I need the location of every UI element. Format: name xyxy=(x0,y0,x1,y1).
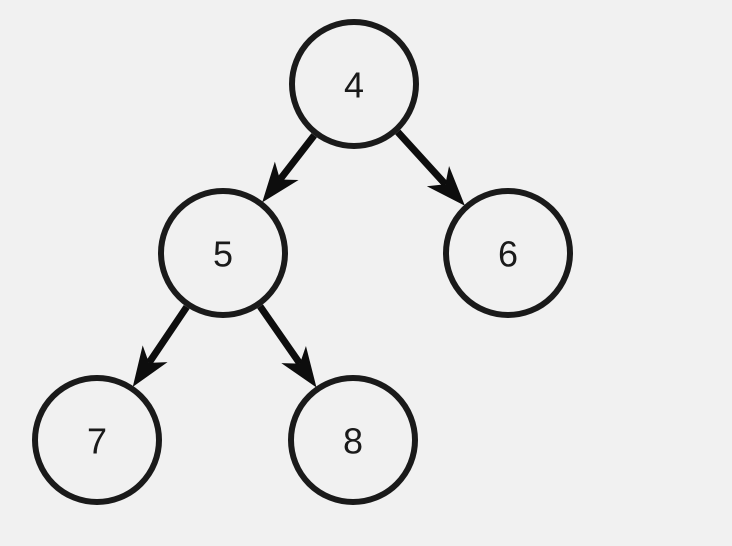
node-circle[interactable] xyxy=(288,375,418,505)
arrowhead-icon xyxy=(281,346,317,388)
tree-node-8[interactable]: 8 xyxy=(288,375,418,505)
edge-4-to-5 xyxy=(262,133,317,203)
edge-4-to-6 xyxy=(395,129,465,206)
arrowhead-icon xyxy=(262,161,299,203)
node-label: 5 xyxy=(213,234,233,275)
node-circle[interactable] xyxy=(443,188,573,318)
tree-node-4[interactable]: 4 xyxy=(289,19,419,149)
tree-node-7[interactable]: 7 xyxy=(32,375,162,505)
node-circle[interactable] xyxy=(158,188,288,318)
node-label: 7 xyxy=(87,421,107,462)
node-circle[interactable] xyxy=(289,19,419,149)
edge-5-to-7 xyxy=(132,304,190,387)
tree-node-6[interactable]: 6 xyxy=(443,188,573,318)
node-label: 6 xyxy=(498,234,518,275)
edge-line xyxy=(146,304,190,365)
edge-line xyxy=(395,129,448,187)
node-circle[interactable] xyxy=(32,375,162,505)
edges-layer xyxy=(132,129,465,388)
arrowhead-icon xyxy=(132,345,168,387)
arrowhead-icon xyxy=(426,166,465,206)
edge-line xyxy=(257,304,303,366)
edge-5-to-8 xyxy=(257,304,317,388)
nodes-layer: 4 5 6 7 8 xyxy=(32,19,573,505)
node-label: 8 xyxy=(343,421,363,462)
node-label: 4 xyxy=(344,65,364,106)
tree-node-5[interactable]: 5 xyxy=(158,188,288,318)
edge-line xyxy=(277,133,317,182)
